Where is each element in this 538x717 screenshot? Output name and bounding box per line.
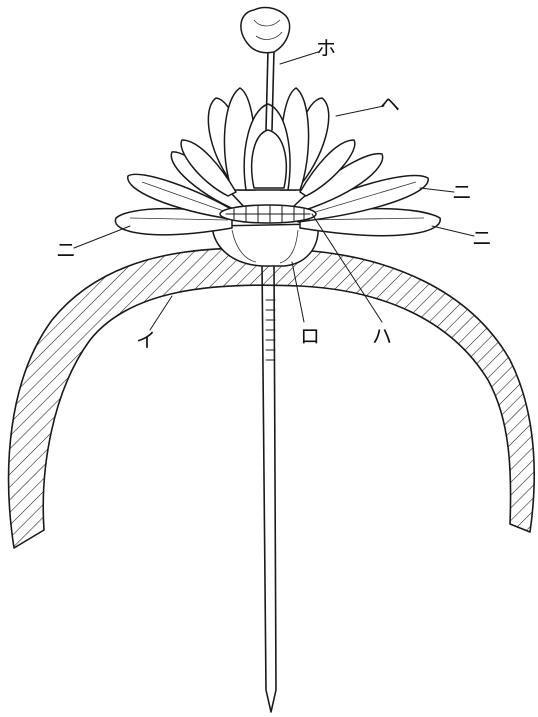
leader-i: [150, 296, 172, 330]
pistil-tip: [241, 8, 290, 53]
label-ro: ロ: [300, 326, 320, 346]
leader-ni-right-upper: [420, 188, 454, 192]
leader-ho: [280, 52, 318, 64]
leader-ni-right-lower: [432, 226, 474, 236]
leader-ni-left: [74, 226, 130, 248]
leader-he: [336, 106, 384, 116]
label-he: ヘ: [380, 94, 400, 114]
label-ha: ハ: [372, 326, 392, 346]
label-ni-left: ニ: [56, 240, 76, 260]
label-ni-right-upper: ニ: [452, 182, 472, 202]
label-i: イ: [136, 330, 156, 350]
arched-band: [9, 248, 535, 548]
label-ni-right-lower: ニ: [472, 228, 492, 248]
label-ho: ホ: [316, 38, 336, 58]
